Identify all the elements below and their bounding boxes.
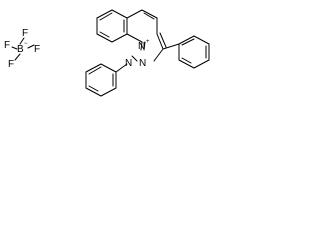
triazole-ring xyxy=(131,32,167,62)
fluorine-atom-right: F xyxy=(34,44,40,55)
pyridinium-nitrogen-label: N xyxy=(138,41,145,52)
fluorine-atom-bottom: F xyxy=(8,59,14,70)
bond-b-f-right xyxy=(27,44,35,49)
triazole-nitrogen-2-label: N xyxy=(139,58,146,69)
bond-b-f-bottom xyxy=(14,53,21,61)
bond-b-f-left xyxy=(11,46,18,50)
bond-b-f-top xyxy=(19,37,25,45)
pyridinium-ring xyxy=(126,9,158,43)
boron-atom-label: B xyxy=(17,44,24,55)
triazoloquinolinium-cation: N + N N xyxy=(85,9,210,97)
fluorine-atom-left: F xyxy=(4,40,10,51)
tetrafluoroborate-anion: B − F F F F xyxy=(4,28,40,70)
chemical-structure-diagram: B − F F F F xyxy=(4,9,210,97)
pyridinium-charge: + xyxy=(146,39,150,45)
triazole-nitrogen-1-label: N xyxy=(125,58,132,69)
phenyl-substituent-left xyxy=(85,63,128,97)
boron-charge: − xyxy=(24,41,28,47)
benzo-ring xyxy=(96,9,128,43)
fluorine-atom-top: F xyxy=(22,28,28,39)
phenyl-substituent-right xyxy=(162,35,210,69)
